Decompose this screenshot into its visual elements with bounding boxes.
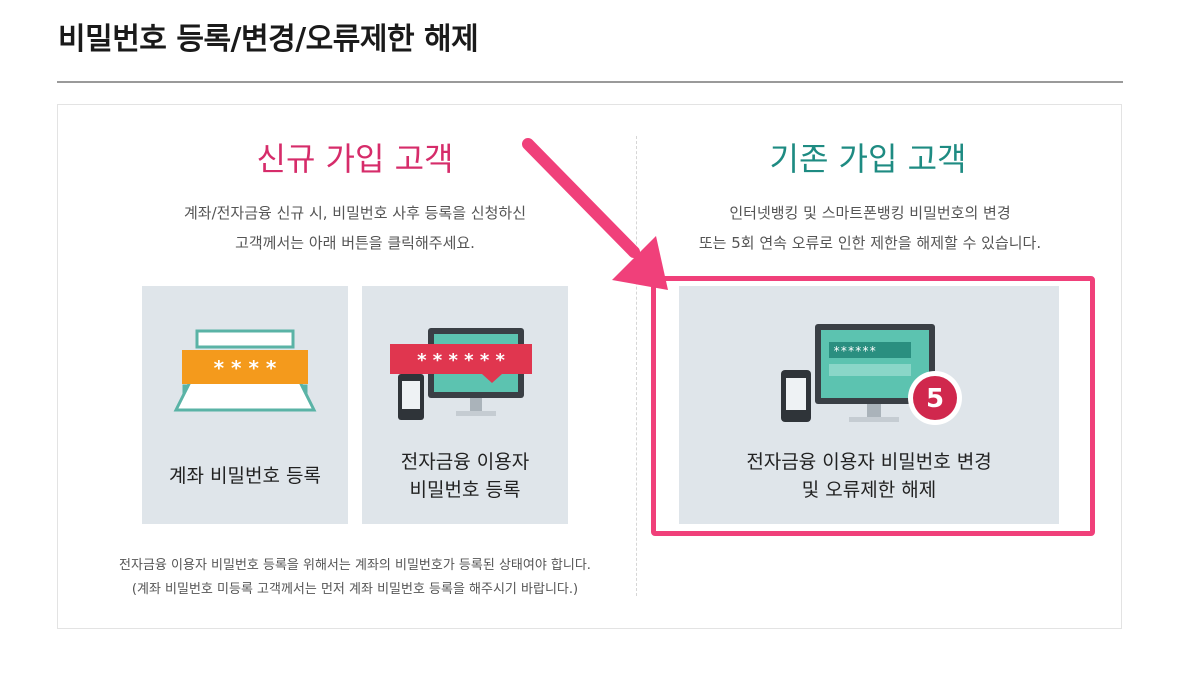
new-customer-footnote: 전자금융 이용자 비밀번호 등록을 위해서는 계좌의 비밀번호가 등록된 상태여…	[80, 554, 630, 602]
card2-red-tag	[390, 344, 532, 374]
card1-screen-back	[195, 329, 295, 349]
card3-badge	[913, 376, 957, 420]
card2-tag-pointer	[482, 374, 502, 383]
monitor-phone-badge-icon: ****** 5	[781, 324, 962, 425]
footnote-line1: 전자금융 이용자 비밀번호 등록을 위해서는 계좌의 비밀번호가 등록된 상태여…	[119, 558, 591, 573]
card1-tag-text: * * * *	[214, 356, 277, 380]
existing-customer-description: 인터넷뱅킹 및 스마트폰뱅킹 비밀번호의 변경 또는 5회 연속 오류로 인한 …	[640, 198, 1100, 258]
ebanking-password-register-label-line1: 전자금융 이용자	[400, 451, 530, 473]
card2-phone-screen	[402, 381, 420, 409]
card3-password-field	[829, 342, 911, 358]
existing-customer-heading: 기존 가입 고객	[769, 140, 967, 178]
ebanking-password-register-button[interactable]: * * * * * * 전자금융 이용자 비밀번호 등록	[362, 286, 568, 524]
card3-monitor-stand	[867, 404, 881, 418]
page-title: 비밀번호 등록/변경/오류제한 해제	[58, 22, 479, 57]
ebanking-password-change-label-line1: 전자금융 이용자 비밀번호 변경	[746, 451, 992, 473]
card3-monitor-foot	[849, 417, 899, 422]
title-divider	[57, 81, 1123, 83]
new-customer-description-line1: 계좌/전자금융 신규 시, 비밀번호 사후 등록을 신청하신	[183, 204, 527, 222]
account-password-register-button[interactable]: * * * * 계좌 비밀번호 등록	[142, 286, 348, 524]
new-customer-description-line2: 고객께서는 아래 버튼을 클릭해주세요.	[235, 234, 475, 252]
existing-customer-description-line2: 또는 5회 연속 오류로 인한 제한을 해제할 수 있습니다.	[698, 234, 1042, 252]
card3-phone-screen	[786, 378, 806, 410]
card3-password-text: ******	[833, 344, 876, 358]
ebanking-password-change-unlock-button[interactable]: ****** 5 전자금융 이용자 비밀번호 변경 및 오류제한 해제	[679, 286, 1059, 524]
ebanking-password-register-label: 전자금융 이용자 비밀번호 등록	[362, 448, 568, 504]
keyboard-password-icon: * * * *	[173, 329, 317, 412]
content-panel	[57, 104, 1122, 629]
account-password-register-label: 계좌 비밀번호 등록	[169, 465, 321, 487]
ebanking-password-change-label: 전자금융 이용자 비밀번호 변경 및 오류제한 해제	[679, 448, 1059, 504]
ebanking-password-register-label-line2: 비밀번호 등록	[409, 479, 521, 501]
new-customer-description: 계좌/전자금융 신규 시, 비밀번호 사후 등록을 신청하신 고객께서는 아래 …	[120, 198, 590, 258]
new-customer-heading: 신규 가입 고객	[256, 140, 454, 178]
card3-input-bar	[829, 364, 911, 376]
highlight-frame	[651, 276, 1095, 536]
ebanking-password-change-label-line2: 및 오류제한 해제	[801, 479, 937, 501]
monitor-phone-password-icon: * * * * * *	[390, 328, 532, 420]
card2-monitor-stand	[470, 398, 482, 412]
card2-tag-text: * * * * * *	[417, 350, 505, 371]
card1-keyboard-base	[173, 380, 317, 412]
card1-orange-tag	[182, 350, 308, 384]
footnote-line2: (계좌 비밀번호 미등록 고객께서는 먼저 계좌 비밀번호 등록을 해주시기 바…	[131, 582, 579, 597]
section-divider	[636, 136, 637, 596]
existing-customer-description-line1: 인터넷뱅킹 및 스마트폰뱅킹 비밀번호의 변경	[729, 204, 1011, 222]
card2-monitor-foot	[456, 411, 496, 416]
card3-badge-number: 5	[926, 384, 944, 414]
